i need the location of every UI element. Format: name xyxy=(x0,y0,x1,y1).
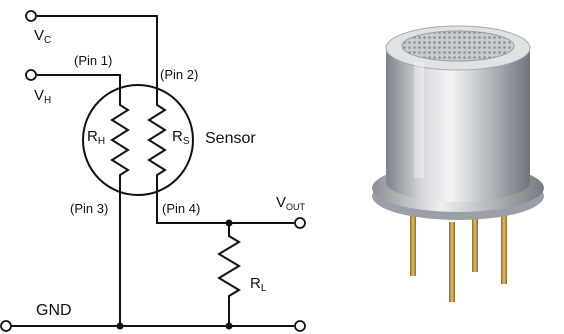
gnd-terminal-right xyxy=(294,320,306,332)
pin1-label: (Pin 1) xyxy=(74,53,112,68)
rl-load-resistor xyxy=(217,223,241,326)
sensor-body-circle xyxy=(82,84,194,196)
sensor-circuit-schematic: VC VH (Pin 1) (Pin 2) (Pin 3) (Pin 4) RH… xyxy=(0,10,306,332)
vc-wire xyxy=(37,15,158,92)
rh-label: RH xyxy=(87,128,105,147)
gnd-terminal-left xyxy=(0,320,12,332)
vh-label: VH xyxy=(34,87,51,106)
vout-label: VOUT xyxy=(276,194,306,212)
gnd-label: GND xyxy=(36,302,72,319)
sensor-can-highlight xyxy=(414,62,424,178)
rs-label: RS xyxy=(172,128,190,147)
vh-terminal xyxy=(25,69,37,81)
pin4-output-wire xyxy=(156,190,294,224)
pin2-label: (Pin 2) xyxy=(160,67,198,82)
sensor-pin-3 xyxy=(472,216,478,272)
pin3-label: (Pin 3) xyxy=(70,201,108,216)
ground-junction-dot-2 xyxy=(225,322,233,330)
pin4-label: (Pin 4) xyxy=(162,201,200,216)
vc-terminal xyxy=(25,10,37,22)
sensor-label: Sensor xyxy=(205,130,256,147)
vh-wire xyxy=(37,74,121,92)
vc-label: VC xyxy=(34,27,51,46)
sensor-can-body xyxy=(386,48,530,202)
gas-sensor-photo xyxy=(372,25,544,302)
rh-heater-resistor xyxy=(110,92,130,190)
rs-sensing-resistor xyxy=(147,92,167,190)
rl-label: RL xyxy=(250,275,267,294)
sensor-pin-2 xyxy=(449,222,455,302)
sensor-pin-4 xyxy=(501,214,507,284)
vout-terminal xyxy=(294,217,306,229)
ground-junction-dot-1 xyxy=(116,322,124,330)
sensor-mesh-top xyxy=(401,30,515,62)
sensor-pin-1 xyxy=(410,214,416,276)
